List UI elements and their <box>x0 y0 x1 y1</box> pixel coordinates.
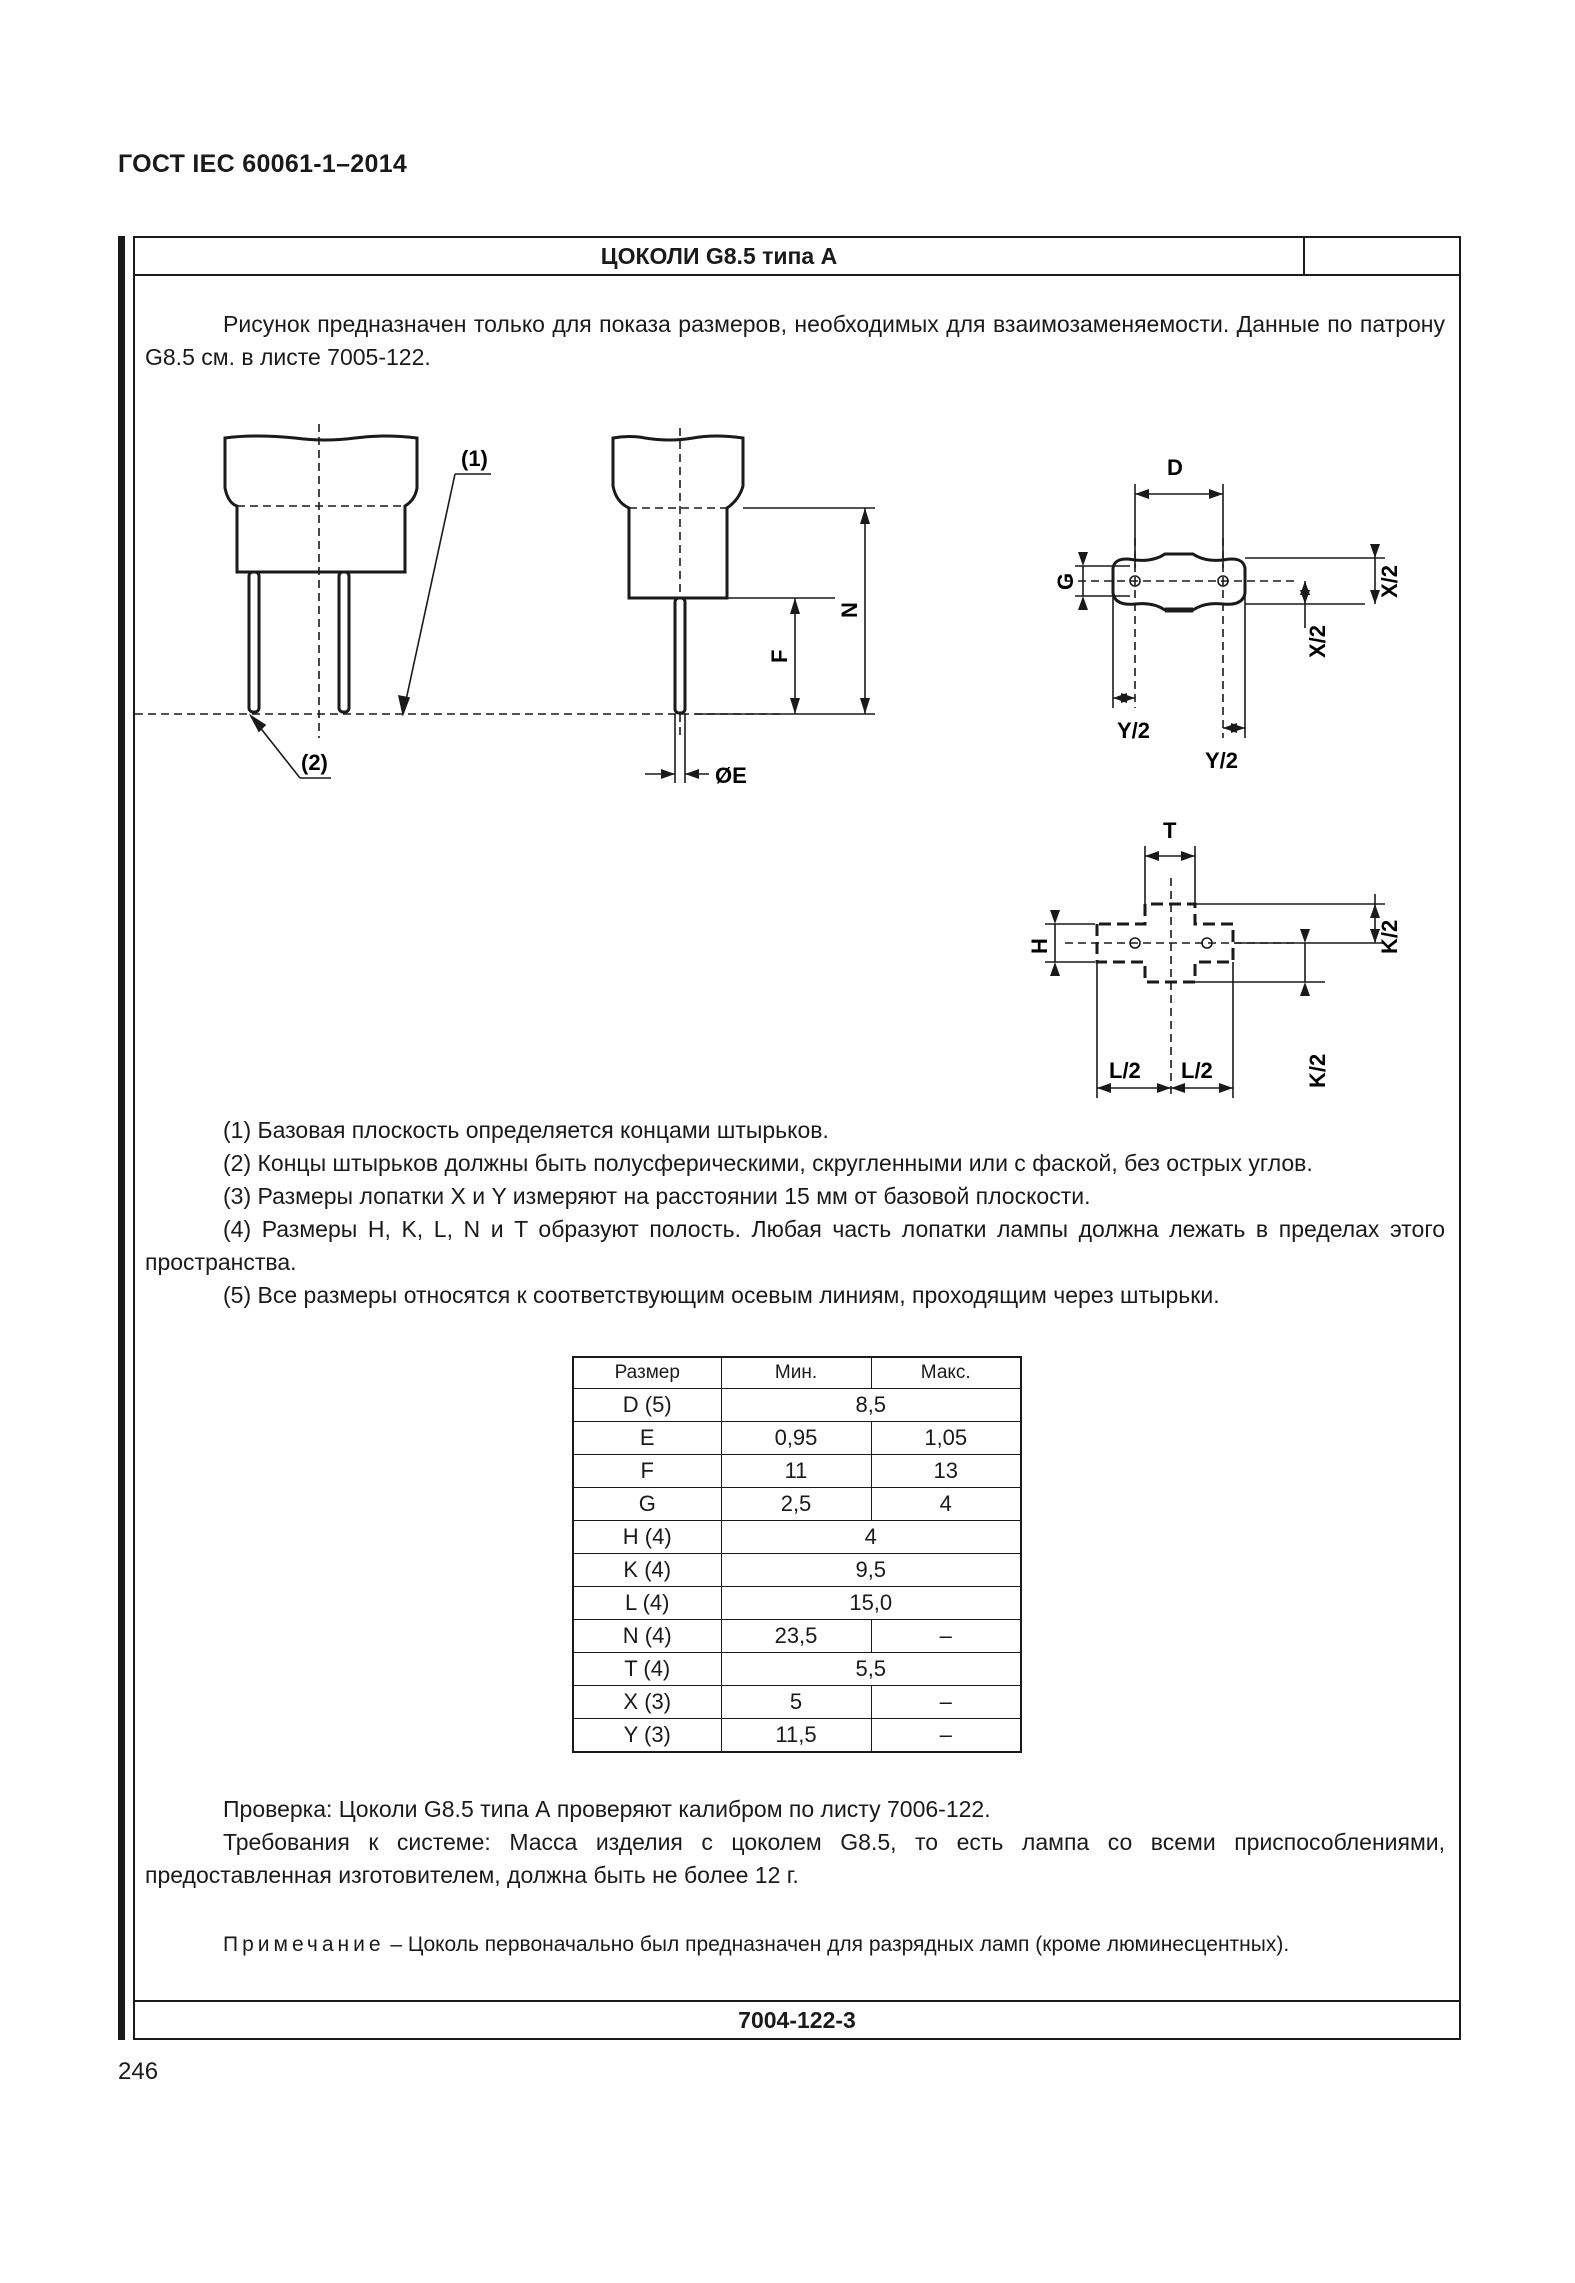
e-label: ØE <box>715 763 747 788</box>
header-max: Макс. <box>870 1356 1022 1389</box>
cell-min: 11 <box>720 1454 872 1488</box>
note-paragraph: Примечание – Цоколь первоначально был пр… <box>145 1928 1445 1961</box>
note-2: (2) Концы штырьков должны быть полусфери… <box>223 1150 1313 1176</box>
cell-dim: E <box>572 1421 722 1455</box>
k2-lower-label: K/2 <box>1305 1054 1330 1088</box>
cell-dim: T (4) <box>572 1652 722 1686</box>
table-header-row: Размер Мин. Макс. <box>572 1356 1022 1389</box>
intro-text: Рисунок предназначен только для показа р… <box>145 311 1445 370</box>
check-requirements: Проверка: Цоколи G8.5 типа А проверяют к… <box>145 1793 1445 1892</box>
note-3: (3) Размеры лопатки X и Y измеряют на ра… <box>223 1183 1091 1209</box>
table-row: Y (3)11,5– <box>572 1718 1022 1753</box>
requirements-text: Требования к системе: Масса изделия с цо… <box>145 1829 1445 1888</box>
l2-right-label: L/2 <box>1181 1058 1213 1083</box>
check-text: Проверка: Цоколи G8.5 типа А проверяют к… <box>223 1796 991 1822</box>
cell-min: 5 <box>720 1685 872 1719</box>
cell-min: 0,95 <box>720 1421 872 1455</box>
cell-max: – <box>870 1718 1022 1753</box>
cell-value: 4 <box>720 1520 1022 1554</box>
intro-paragraph: Рисунок предназначен только для показа р… <box>145 308 1445 374</box>
sheet-number: 7004-122-3 <box>135 2000 1459 2038</box>
d-label: D <box>1167 455 1183 480</box>
cell-dim: L (4) <box>572 1586 722 1620</box>
h-label: H <box>1027 938 1052 954</box>
cell-dim: F <box>572 1454 722 1488</box>
table-row: H (4)4 <box>572 1520 1022 1554</box>
margin-bar <box>118 236 125 2040</box>
cell-dim: K (4) <box>572 1553 722 1587</box>
table-row: K (4)9,5 <box>572 1553 1022 1587</box>
cell-value: 8,5 <box>720 1388 1022 1422</box>
header-size: Размер <box>572 1356 722 1389</box>
header-min: Мин. <box>720 1356 872 1389</box>
cell-value: 9,5 <box>720 1553 1022 1587</box>
g-label: G <box>1053 573 1078 590</box>
cell-min: 2,5 <box>720 1487 872 1521</box>
table-row: D (5)8,5 <box>572 1388 1022 1422</box>
k2-right-label: K/2 <box>1377 920 1402 954</box>
document-header: ГОСТ IEC 60061-1–2014 <box>118 150 408 178</box>
cell-value: 15,0 <box>720 1586 1022 1620</box>
note-1: (1) Базовая плоскость определяется конца… <box>223 1117 829 1143</box>
title-row: ЦОКОЛИ G8.5 типа А <box>135 238 1459 276</box>
x2-lower-label: X/2 <box>1305 625 1330 658</box>
cell-min: 23,5 <box>720 1619 872 1653</box>
cell-dim: N (4) <box>572 1619 722 1653</box>
cell-min: 11,5 <box>720 1718 872 1753</box>
cell-dim: X (3) <box>572 1685 722 1719</box>
note-label: Примечание <box>223 1933 385 1956</box>
l2-left-label: L/2 <box>1109 1058 1141 1083</box>
note-text: – Цоколь первоначально был предназначен … <box>384 1933 1290 1956</box>
cell-dim: Y (3) <box>572 1718 722 1753</box>
cell-dim: D (5) <box>572 1388 722 1422</box>
x2-right-label: X/2 <box>1377 565 1402 598</box>
table-row: T (4)5,5 <box>572 1652 1022 1686</box>
page-number: 246 <box>118 2058 159 2085</box>
note-4: (4) Размеры H, K, L, N и T образуют поло… <box>145 1216 1445 1275</box>
cell-value: 5,5 <box>720 1652 1022 1686</box>
table-row: L (4)15,0 <box>572 1586 1022 1620</box>
ref1-label: (1) <box>461 446 488 471</box>
f-label: F <box>767 650 792 663</box>
table-row: N (4)23,5– <box>572 1619 1022 1653</box>
notes-list: (1) Базовая плоскость определяется конца… <box>145 1114 1445 1312</box>
table-row: X (3)5– <box>572 1685 1022 1719</box>
sheet-frame: ЦОКОЛИ G8.5 типа А Рисунок предназначен … <box>133 236 1461 2040</box>
ref2-label: (2) <box>301 750 328 775</box>
t-label: T <box>1163 818 1177 843</box>
note-5: (5) Все размеры относятся к соответствую… <box>223 1282 1220 1308</box>
y2-left-label: Y/2 <box>1117 718 1150 743</box>
n-label: N <box>837 602 862 618</box>
cell-max: 1,05 <box>870 1421 1022 1455</box>
cell-max: – <box>870 1685 1022 1719</box>
cell-max: – <box>870 1619 1022 1653</box>
y2-right-label: Y/2 <box>1205 748 1238 773</box>
cell-max: 4 <box>870 1487 1022 1521</box>
cap-dimension-drawing: (1) (2) <box>135 424 1402 1098</box>
cell-max: 13 <box>870 1454 1022 1488</box>
cell-dim: H (4) <box>572 1520 722 1554</box>
cell-dim: G <box>572 1487 722 1521</box>
sheet-title: ЦОКОЛИ G8.5 типа А <box>135 238 1305 274</box>
